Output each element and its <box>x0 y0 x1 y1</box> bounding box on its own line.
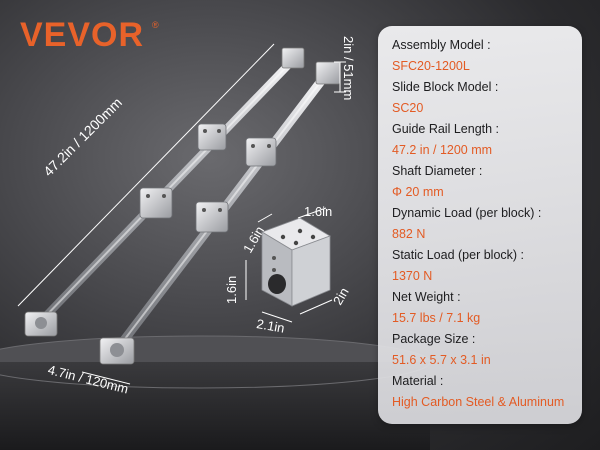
spec-value-shaft-diameter: Φ 20 mm <box>392 185 444 199</box>
block-height-label: 1.6in <box>224 275 239 304</box>
spec-label-net-weight: Net Weight : <box>392 290 461 304</box>
slide-block-front-lower <box>195 201 229 233</box>
rail-length-dimension-line <box>17 43 275 307</box>
spec-value-dynamic-load: 882 N <box>392 227 426 241</box>
shaft-support-back-top <box>281 47 305 69</box>
registered-mark: ® <box>152 20 159 30</box>
base-width-dimension-line <box>81 371 131 385</box>
spec-label-dynamic-load: Dynamic Load (per block) : <box>392 206 542 220</box>
shaft-support-front-bottom <box>99 337 135 365</box>
slide-block-front-upper <box>245 137 277 167</box>
spec-label-assembly-model: Assembly Model : <box>392 38 491 52</box>
pedestal-body <box>0 362 430 450</box>
slide-block-detail <box>261 217 331 307</box>
brand-logo: VEVOR <box>20 16 145 54</box>
spec-label-slide-block-model: Slide Block Model : <box>392 80 499 94</box>
shaft-support-back-bottom <box>24 311 58 337</box>
block-top-width-label: 1.6in <box>304 204 333 219</box>
spec-label-package-size: Package Size : <box>392 332 476 346</box>
spec-value-static-load: 1370 N <box>392 269 433 283</box>
spec-value-material: High Carbon Steel & Aluminum <box>392 395 565 409</box>
spec-value-slide-block-model: SC20 <box>392 101 424 115</box>
spec-value-package-size: 51.6 x 5.7 x 3.1 in <box>392 353 491 367</box>
slide-block-back-lower <box>139 187 173 219</box>
specifications-panel <box>378 26 582 424</box>
spec-label-guide-rail-length: Guide Rail Length : <box>392 122 500 136</box>
spec-label-material: Material : <box>392 374 444 388</box>
slide-block-back-upper <box>197 123 227 151</box>
support-height-label: 2in / 51mm <box>341 36 356 101</box>
spec-value-guide-rail-length: 47.2 in / 1200 mm <box>392 143 493 157</box>
spec-label-shaft-diameter: Shaft Diameter : <box>392 164 483 178</box>
spec-label-static-load: Static Load (per block) : <box>392 248 525 262</box>
spec-value-assembly-model: SFC20-1200L <box>392 59 470 73</box>
shaft-support-front-top <box>315 61 341 85</box>
spec-value-net-weight: 15.7 lbs / 7.1 kg <box>392 311 481 325</box>
